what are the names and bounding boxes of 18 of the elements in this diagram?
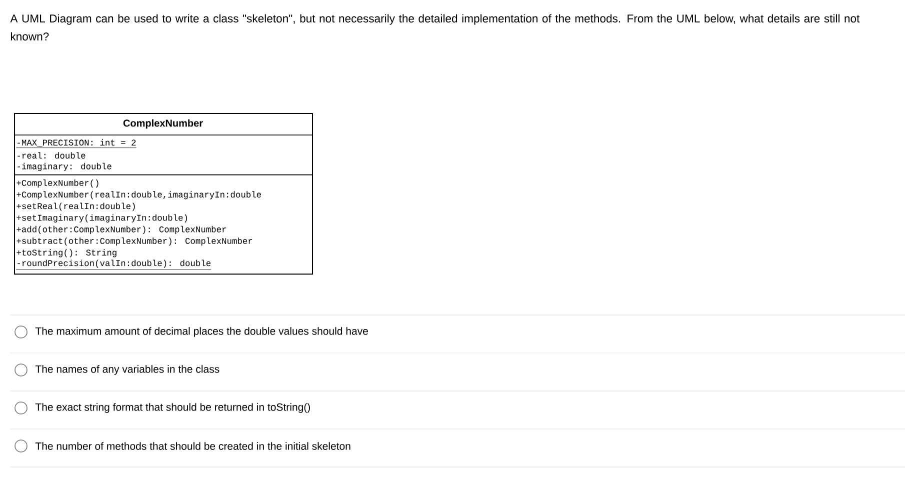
attribute-text: -MAX_PRECISION: int = 2: [16, 139, 136, 148]
attribute-text: -imaginary: double: [18, 162, 112, 172]
answer-option: The exact string format that should be returned in toString(): [35, 403, 310, 413]
class-name: ComplexNumber: [123, 119, 203, 129]
answer-option: The names of any variables in the class: [35, 365, 220, 375]
method-text: +add(other:ComplexNumber): ComplexNumber: [16, 226, 226, 234]
answer-option: The maximum amount of decimal places the double values should have: [35, 327, 368, 337]
method-text: +ComplexNumber(realIn:double,imaginaryIn:double: [16, 191, 261, 200]
method-text: -roundPrecision(valIn:double): double: [16, 260, 212, 270]
attribute-text: -real: double: [18, 152, 86, 159]
class-box: [14, 113, 313, 275]
method-text: +ComplexNumber(): [16, 180, 98, 188]
method-text: +setReal(realIn:double): [16, 202, 135, 211]
method-text: +subtract(other:ComplexNumber): ComplexNumber: [16, 238, 252, 246]
answer-option: The number of methods that should be created in the initial skeleton: [35, 442, 350, 450]
method-text: +toString(): String: [16, 249, 116, 258]
question-text: A UML Diagram can be used to write a class "skeleton", but not necessarily the detailed implementation of the methods. From the UML below, what details are still not known?: [10, 14, 860, 40]
method-text: +setImaginary(imaginaryIn:double): [16, 214, 188, 222]
